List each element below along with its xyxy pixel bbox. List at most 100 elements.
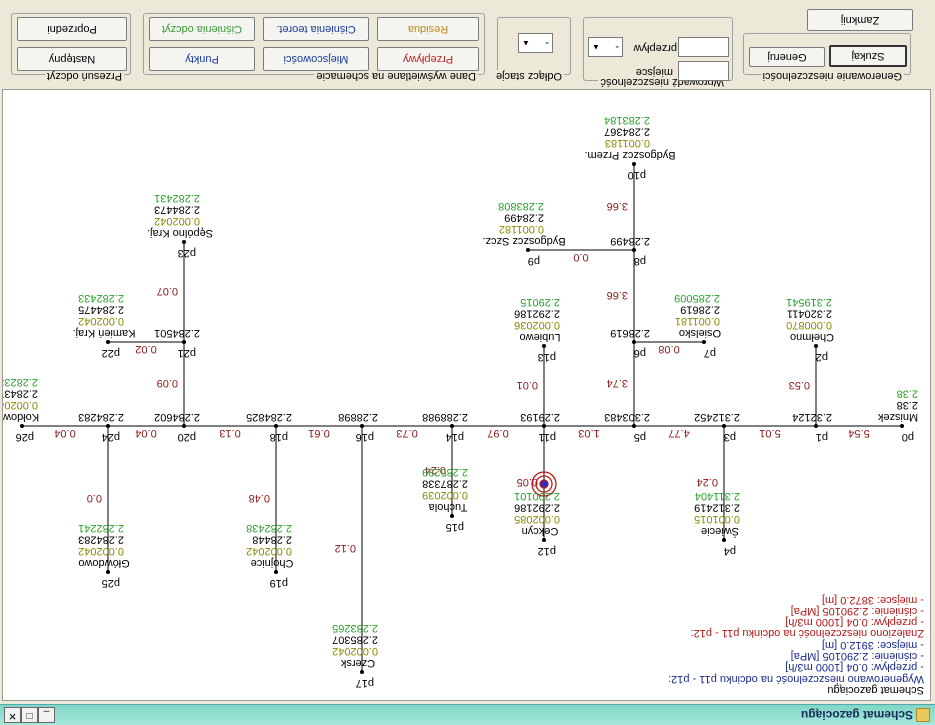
- node-value: 0.001181: [675, 315, 720, 327]
- przeplyw-label: przepływ: [633, 42, 677, 54]
- leak-marker-icon: [531, 471, 557, 497]
- miejscowosci-button[interactable]: Miejscowości: [263, 47, 369, 71]
- info-line: - ciśnienie: 2.290105 [MPa]: [790, 650, 924, 663]
- node-value: 2.285307: [332, 634, 378, 646]
- node-value: 2.285009: [674, 292, 720, 304]
- node-point[interactable]: [450, 514, 454, 518]
- przesun-group-label: Przesuń odczyt: [44, 70, 124, 82]
- cisnienia-teoret-button[interactable]: Ciśnienia teoret.: [263, 17, 369, 41]
- node-value: 0.002036: [514, 319, 560, 331]
- flow-label: 3.66: [607, 200, 628, 212]
- cisnienia-odczyt-button[interactable]: Ciśnienia odczyt: [149, 17, 255, 41]
- maximize-button[interactable]: □: [21, 707, 38, 723]
- chevron-up-icon: ▲: [522, 39, 530, 48]
- flow-label: 0.12: [335, 542, 356, 554]
- node-point[interactable]: [450, 424, 454, 428]
- odlacz-select-value: -: [545, 37, 549, 49]
- node-point[interactable]: [360, 424, 364, 428]
- node-point[interactable]: [814, 344, 818, 348]
- node-point[interactable]: [542, 344, 546, 348]
- node-point[interactable]: [182, 424, 186, 428]
- generuj-button[interactable]: Generuj: [749, 47, 825, 67]
- node-point[interactable]: [900, 424, 904, 428]
- node-point[interactable]: [182, 340, 186, 344]
- zamknij-button[interactable]: Zamknij: [807, 9, 913, 31]
- flow-label: 0.97: [487, 427, 508, 439]
- flow-label: 0.73: [396, 427, 417, 439]
- node-point[interactable]: [20, 424, 24, 428]
- chevron-up-icon: ▲: [592, 43, 600, 52]
- node-point[interactable]: [274, 424, 278, 428]
- node-name: Lubiewo: [520, 331, 561, 343]
- poprzedni-button[interactable]: Poprzedni: [17, 17, 127, 41]
- node-point[interactable]: [360, 670, 364, 674]
- info-line: Schemat gazociągu: [827, 684, 924, 696]
- flow-label: 0.24: [697, 476, 718, 488]
- flow-label: 3.66: [607, 289, 628, 301]
- flow-label: 0.09: [157, 377, 178, 389]
- info-line: - miejsce: 3912.0 [m]: [821, 638, 924, 651]
- przeplyw-select[interactable]: -▲: [588, 37, 623, 57]
- minimize-button[interactable]: _: [38, 707, 55, 723]
- node-point[interactable]: [632, 162, 636, 166]
- node-point[interactable]: [632, 424, 636, 428]
- node-value: 2.320411: [787, 308, 832, 320]
- przeplywy-button[interactable]: Przepływy: [377, 47, 479, 71]
- info-line: - ciśnienie: 2.290105 [MPa]: [790, 604, 924, 617]
- punkty-button[interactable]: Punkty: [149, 47, 255, 71]
- node-point[interactable]: [632, 248, 636, 252]
- nastepny-button[interactable]: Następny: [17, 47, 127, 71]
- node-value: 2.319541: [786, 296, 832, 308]
- flow-label: 0.05: [517, 476, 538, 488]
- node-point[interactable]: [814, 424, 818, 428]
- node-point[interactable]: [106, 340, 110, 344]
- node-point[interactable]: [106, 570, 110, 574]
- node-point[interactable]: [722, 424, 726, 428]
- flow-label: 0.07: [157, 285, 178, 297]
- miejsce-input[interactable]: [678, 61, 729, 81]
- residua-button[interactable]: Residua: [377, 17, 479, 41]
- node-point[interactable]: [106, 424, 110, 428]
- node-value: 0.002085: [514, 513, 560, 525]
- node-point[interactable]: [632, 340, 636, 344]
- node-point[interactable]: [274, 570, 278, 574]
- node-value: 2.28448: [252, 534, 292, 546]
- node-value: 2.282431: [154, 192, 200, 204]
- node-point[interactable]: [182, 240, 186, 244]
- node-id: p26: [16, 431, 34, 443]
- close-button[interactable]: ✕: [4, 707, 21, 723]
- node-value: 2.28499: [504, 212, 544, 224]
- node-value: 2.288988: [422, 411, 468, 423]
- node-value: 2.284825: [246, 411, 292, 423]
- odlacz-select[interactable]: -▲: [518, 33, 553, 53]
- node-value: 2.282241: [78, 522, 124, 534]
- szukaj-button[interactable]: Szukaj: [829, 45, 907, 67]
- node-value: 2.292186: [514, 502, 560, 514]
- node-id: p10: [628, 169, 646, 181]
- node-value: 0.001182: [499, 223, 544, 235]
- node-value: 2.284283: [78, 411, 124, 423]
- node-value: 2.282438: [246, 522, 292, 534]
- node-id: p18: [270, 431, 288, 443]
- node-value: 2.312452: [694, 411, 740, 423]
- node-id: p12: [538, 545, 556, 557]
- app-icon: [916, 708, 930, 722]
- miejsce-label: miejsce: [635, 66, 673, 78]
- node-name: Cekcyn: [522, 525, 559, 537]
- node-value: 2.284475: [78, 304, 124, 316]
- node-name: Chełmno: [790, 331, 834, 343]
- node-value: 2.282334: [3, 376, 38, 388]
- control-panel: Zamknij Generowanie nieszczelności Szuka…: [0, 5, 935, 88]
- node-point[interactable]: [526, 248, 530, 252]
- flow-label: 3.74: [607, 377, 628, 389]
- node-point[interactable]: [542, 538, 546, 542]
- przeplyw-input[interactable]: [678, 37, 729, 57]
- node-point[interactable]: [702, 340, 706, 344]
- node-name: Tuchola: [428, 501, 468, 513]
- node-point[interactable]: [542, 424, 546, 428]
- node-value: 0.002042: [3, 399, 38, 411]
- node-id: p11: [538, 431, 556, 443]
- dane-group-label: Dane wyświetlane na schemacie: [314, 70, 478, 82]
- node-point[interactable]: [722, 538, 726, 542]
- flow-label: 0.02: [135, 343, 156, 355]
